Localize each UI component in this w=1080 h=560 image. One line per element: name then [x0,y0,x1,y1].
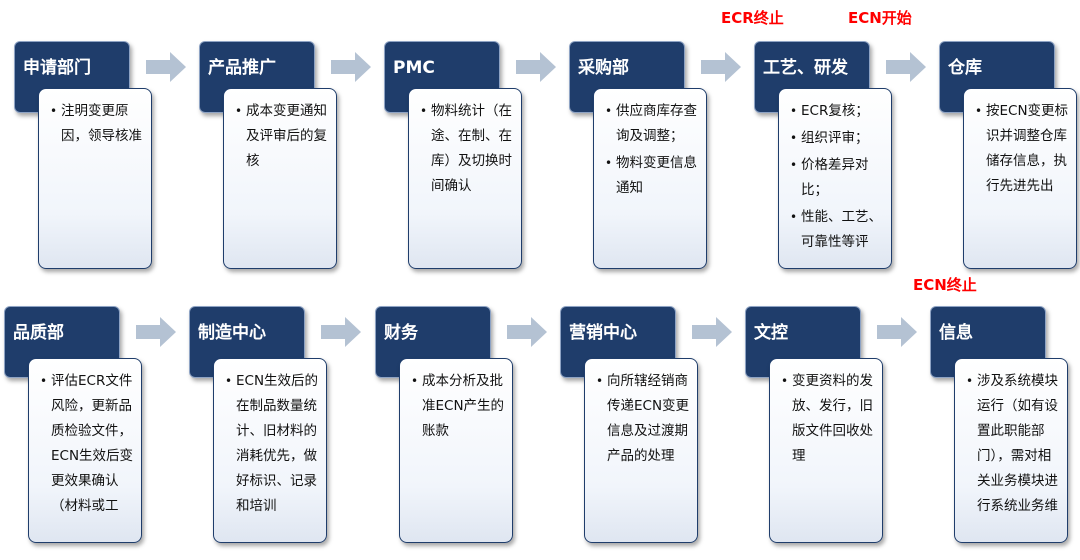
bullet-item: 组织评审； [790,126,885,151]
flow-arrow-icon [886,52,926,82]
process-description-box: 按ECN变更标识并调整仓库储存信息，执行先进先出 [963,88,1077,269]
ecn-start-note: ECN开始 [848,9,912,27]
process-description-box: 涉及系统模块运行（如有设置此职能部门），需对相关业务模块进行系统业务维 [954,358,1068,543]
process-description-box: ECR复核；组织评审；价格差异对比；性能、工艺、可靠性等评 [778,88,892,269]
bullet-item: 成本分析及批准ECN产生的账款 [411,369,506,444]
process-description-box: 成本变更通知及评审后的复核 [223,88,337,269]
bullet-item: ECN生效后的在制品数量统计、旧材料的消耗优先，做好标识、记录和培训 [225,369,320,519]
bullet-item: 涉及系统模块运行（如有设置此职能部门），需对相关业务模块进行系统业务维 [966,369,1061,519]
bullet-item: 注明变更原因，领导核准 [50,99,145,149]
bullet-item: ECR复核； [790,99,885,124]
flow-arrow-icon [321,317,361,347]
process-description-box: 变更资料的发放、发行，旧版文件回收处理 [769,358,883,543]
bullet-item: 向所辖经销商传递ECN变更信息及过渡期产品的处理 [596,369,691,469]
bullet-item: 物料变更信息通知 [605,151,700,201]
ecr-end-note: ECR终止 [721,9,784,27]
flow-arrow-icon [507,317,547,347]
bullet-item: 价格差异对比； [790,153,885,203]
ecn-end-note: ECN终止 [913,276,977,294]
process-description-box: 供应商库存查询及调整；物料变更信息通知 [593,88,707,269]
bullet-item: 评估ECR文件风险，更新品质检验文件，ECN生效后变更效果确认（材料或工 [40,369,135,519]
flow-arrow-icon [146,52,186,82]
bullet-item: 按ECN变更标识并调整仓库储存信息，执行先进先出 [975,99,1070,199]
flow-arrow-icon [692,317,732,347]
flow-arrow-icon [877,317,917,347]
flow-arrow-icon [331,52,371,82]
process-description-box: 评估ECR文件风险，更新品质检验文件，ECN生效后变更效果确认（材料或工 [28,358,142,543]
process-description-box: 注明变更原因，领导核准 [38,88,152,269]
process-description-box: ECN生效后的在制品数量统计、旧材料的消耗优先，做好标识、记录和培训 [213,358,327,543]
process-description-box: 向所辖经销商传递ECN变更信息及过渡期产品的处理 [584,358,698,543]
process-description-box: 物料统计（在途、在制、在库）及切换时间确认 [408,88,522,269]
bullet-item: 供应商库存查询及调整； [605,99,700,149]
bullet-item: 变更资料的发放、发行，旧版文件回收处理 [781,369,876,469]
flow-arrow-icon [516,52,556,82]
bullet-item: 性能、工艺、可靠性等评 [790,205,885,255]
flow-arrow-icon [136,317,176,347]
bullet-item: 物料统计（在途、在制、在库）及切换时间确认 [420,99,515,199]
process-description-box: 成本分析及批准ECN产生的账款 [399,358,513,543]
bullet-item: 成本变更通知及评审后的复核 [235,99,330,174]
flow-arrow-icon [701,52,741,82]
